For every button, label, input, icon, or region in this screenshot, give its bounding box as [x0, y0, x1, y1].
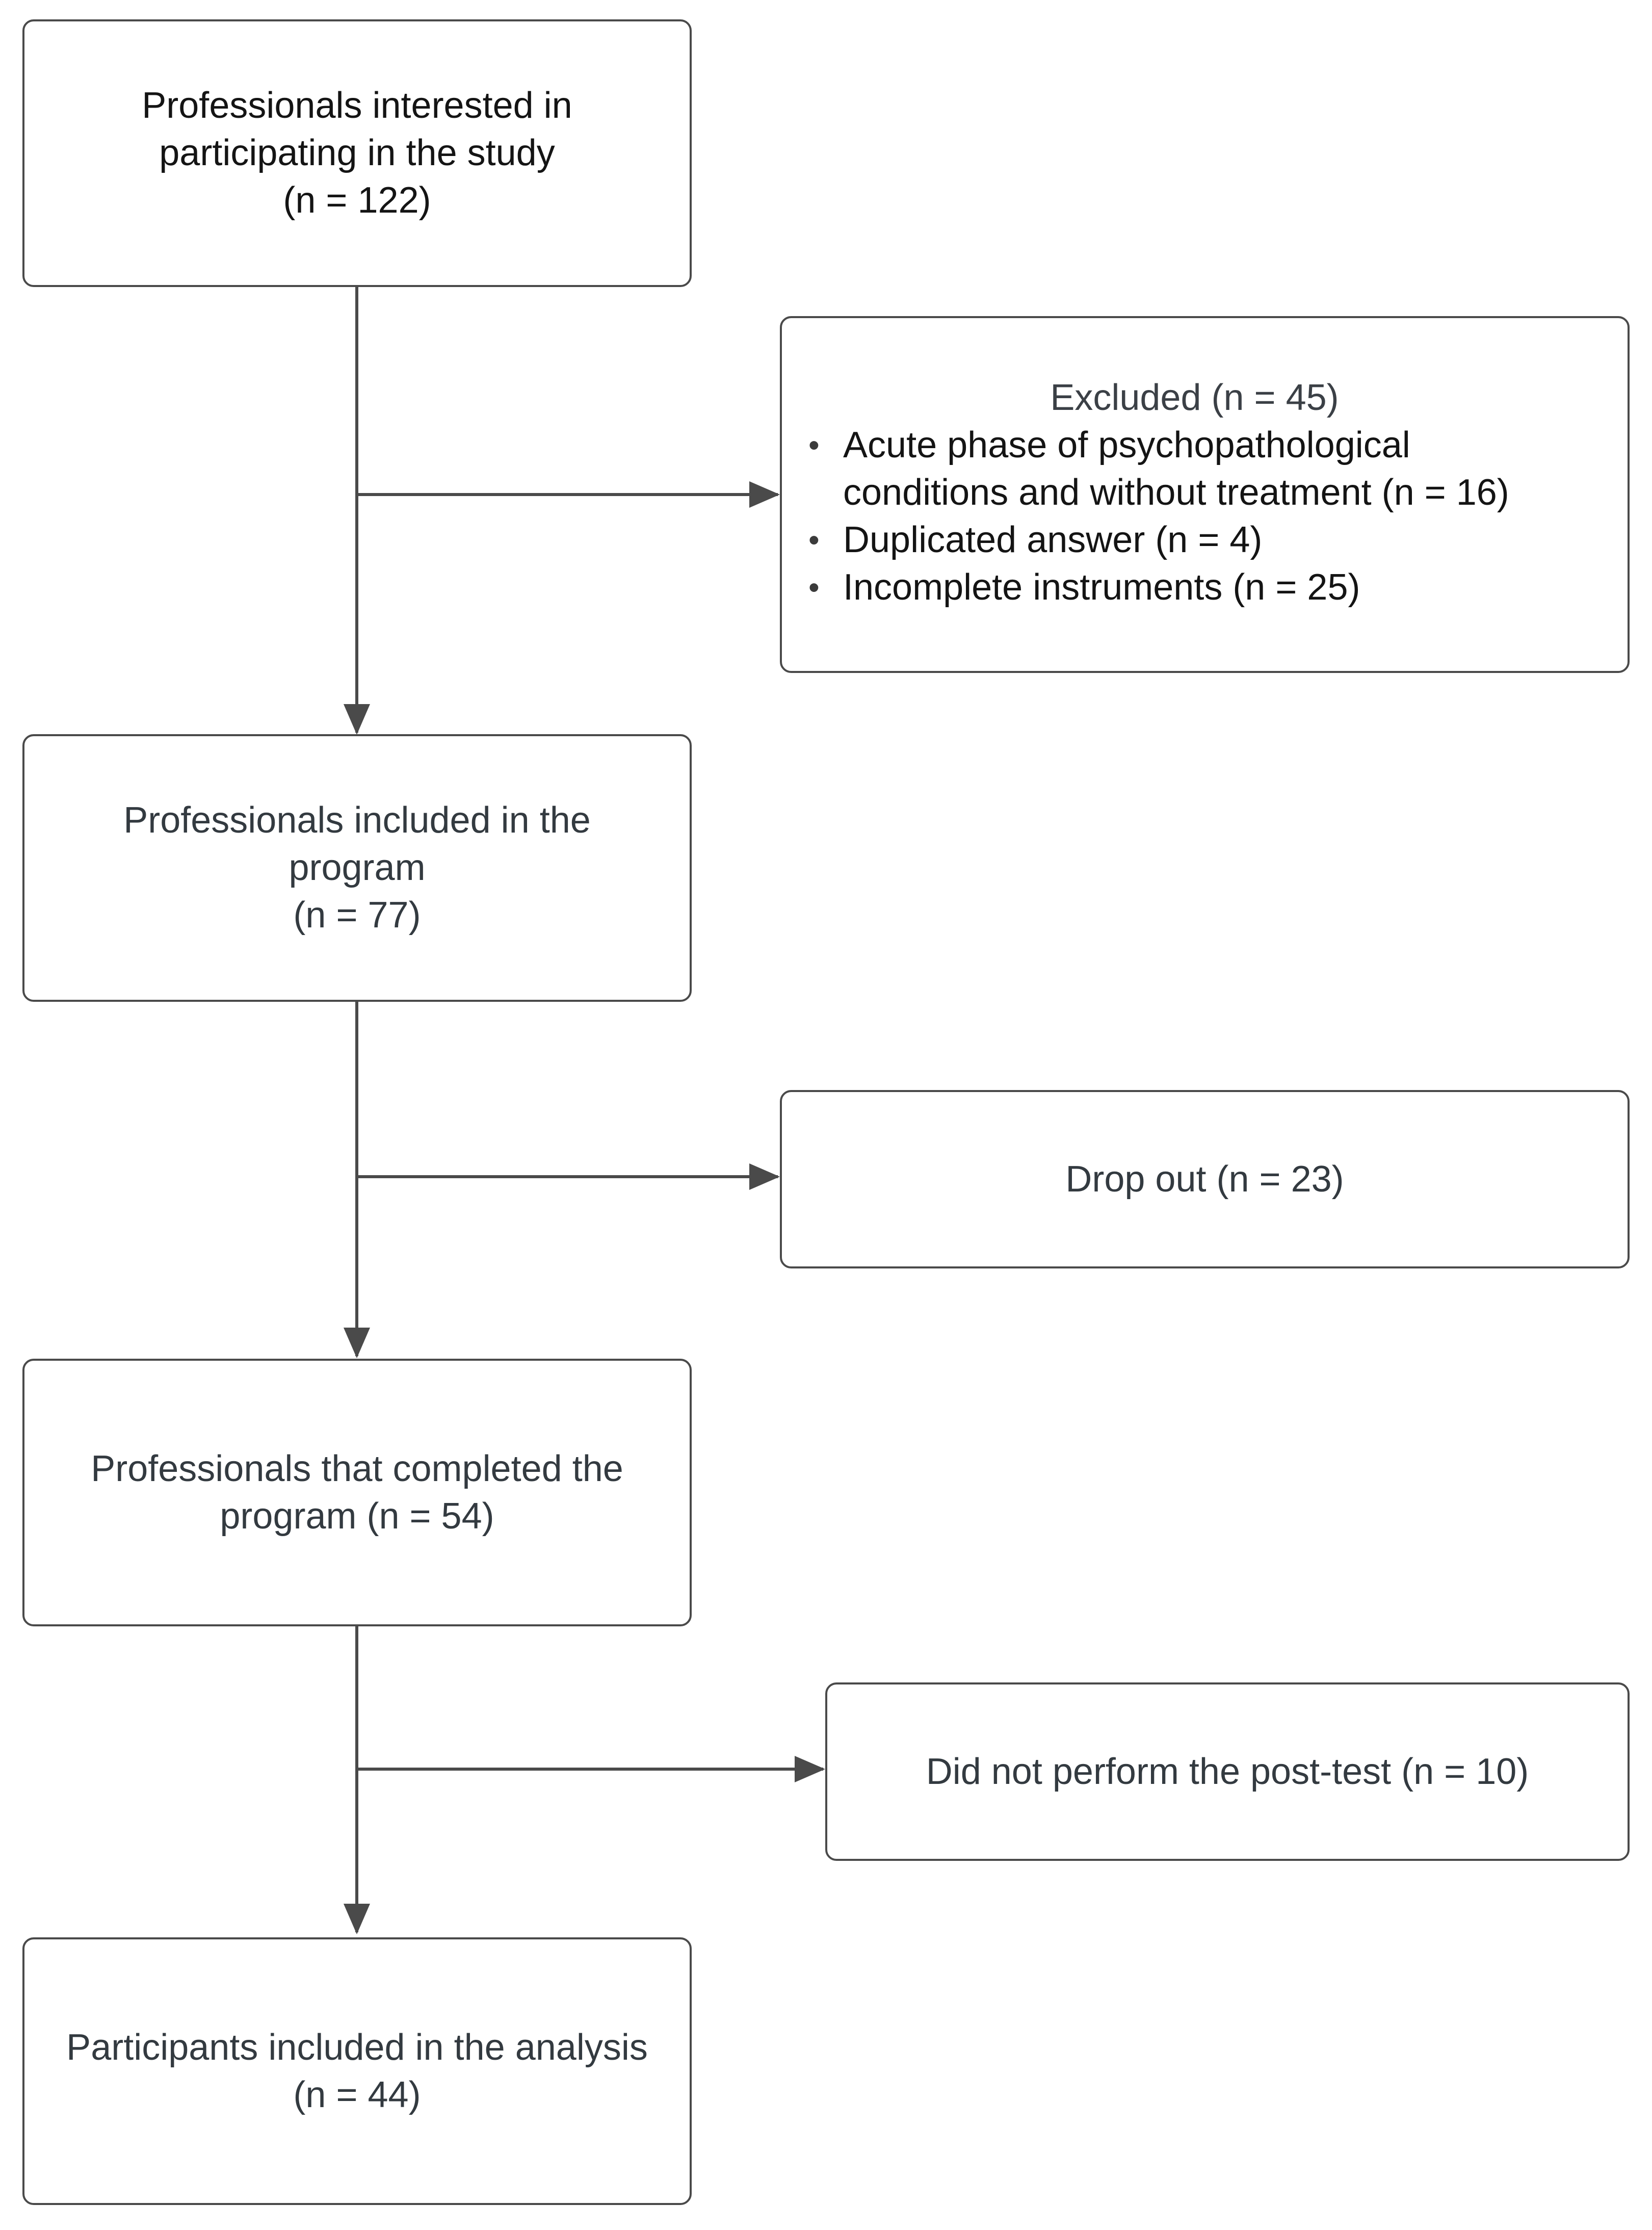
completed-line-2: program (n = 54): [220, 1495, 494, 1537]
bullet-icon: •: [808, 428, 820, 463]
analysis-line-2: (n = 44): [293, 2074, 421, 2115]
excluded-reason-1-line-2: conditions and without treatment (n = 16…: [843, 472, 1509, 513]
interested-line-3: (n = 122): [283, 180, 431, 221]
box-no-posttest: Did not perform the post-test (n = 10): [825, 1682, 1630, 1861]
box-dropout: Drop out (n = 23): [780, 1090, 1630, 1268]
included-line-3: (n = 77): [293, 895, 421, 936]
box-included-program: Professionals included in the program (n…: [22, 734, 692, 1002]
dropout-line-1: Drop out (n = 23): [1065, 1158, 1344, 1200]
interested-line-2: participating in the study: [159, 133, 555, 173]
no-posttest-line-1: Did not perform the post-test (n = 10): [926, 1751, 1529, 1792]
excluded-reason-1-line-1: Acute phase of psychopathological: [843, 425, 1410, 465]
included-line-2: program: [289, 847, 426, 888]
excluded-reason-2: Duplicated answer (n = 4): [843, 520, 1263, 560]
box-analysis: Participants included in the analysis (n…: [22, 1937, 692, 2205]
bullet-icon: •: [808, 523, 820, 558]
excluded-reasons-list: • Acute phase of psychopathological cond…: [782, 422, 1628, 611]
interested-line-1: Professionals interested in: [142, 85, 572, 126]
box-completed: Professionals that completed the program…: [22, 1359, 692, 1626]
completed-line-1: Professionals that completed the: [91, 1448, 623, 1489]
bullet-icon: •: [808, 570, 820, 605]
excluded-reason-item: • Acute phase of psychopathological cond…: [808, 422, 1628, 516]
excluded-title: Excluded (n = 45): [1050, 377, 1339, 418]
box-excluded: Excluded (n = 45) • Acute phase of psych…: [780, 316, 1630, 673]
box-interested: Professionals interested in participatin…: [22, 19, 692, 287]
analysis-line-1: Participants included in the analysis: [66, 2027, 648, 2068]
excluded-reason-3: Incomplete instruments (n = 25): [843, 567, 1360, 608]
included-line-1: Professionals included in the: [123, 800, 591, 841]
excluded-reason-item: • Incomplete instruments (n = 25): [808, 564, 1628, 611]
excluded-reason-item: • Duplicated answer (n = 4): [808, 516, 1628, 564]
